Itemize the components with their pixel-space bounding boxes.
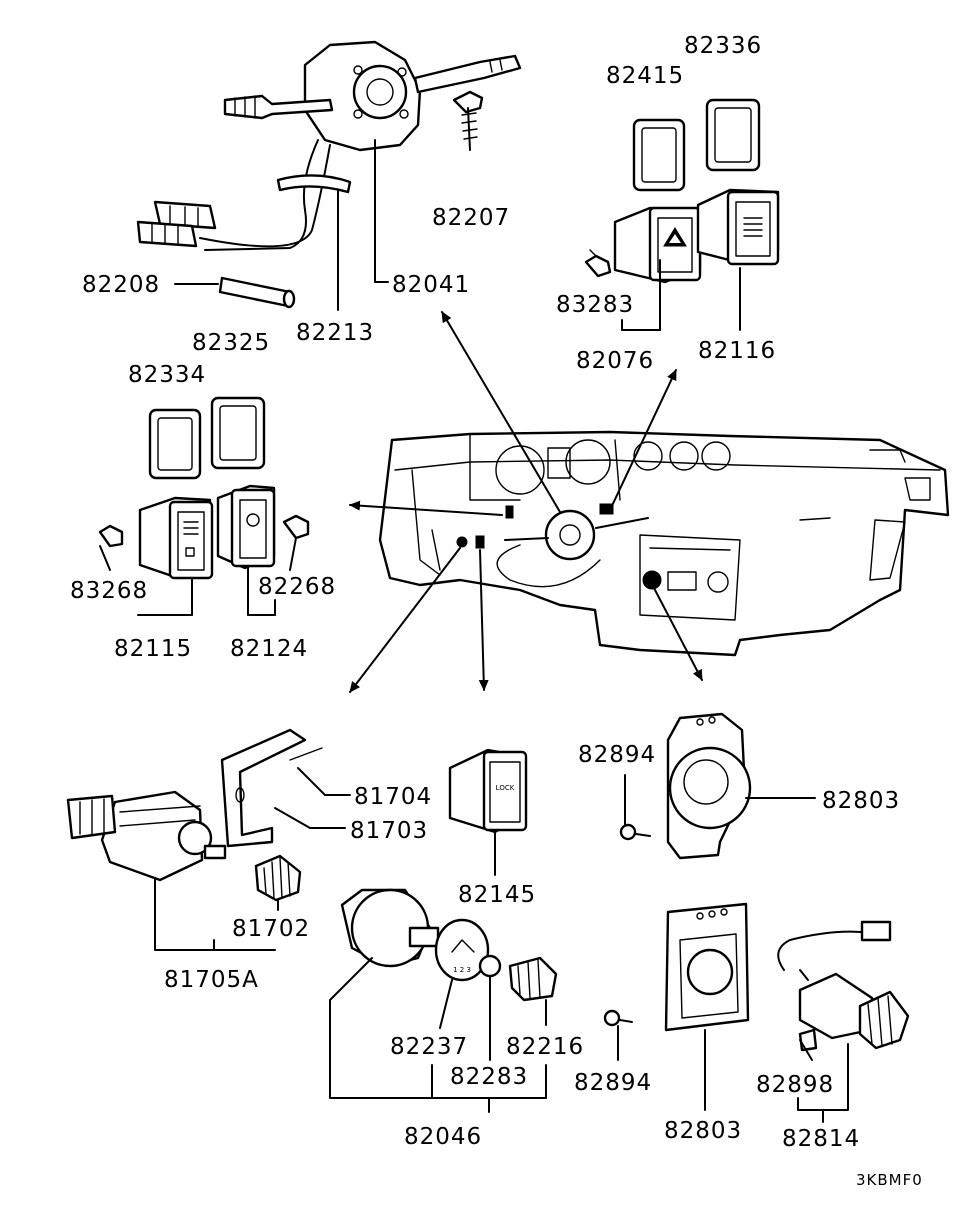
label-82894-lower: 82894 <box>574 1070 652 1096</box>
bulb-83268 <box>98 524 124 548</box>
lock-text: LOCK <box>496 784 515 792</box>
dial-marks: 1 2 3 <box>453 966 471 974</box>
panel-82803-upper <box>666 712 752 860</box>
label-82216: 82216 <box>506 1034 584 1060</box>
label-82325: 82325 <box>192 330 270 356</box>
instrument-panel <box>378 430 950 657</box>
label-82213: 82213 <box>296 320 374 346</box>
left-switch-82124 <box>216 484 276 570</box>
screw-82894-upper <box>619 823 651 841</box>
label-82041: 82041 <box>392 272 470 298</box>
switch-covers-top-right <box>632 98 761 192</box>
label-82237: 82237 <box>390 1034 468 1060</box>
part-labels: 82336 82415 82207 82208 82041 82213 8328… <box>70 33 923 1189</box>
cigar-lighter-82814 <box>777 920 910 1052</box>
defogger-switch <box>696 188 780 266</box>
label-83268: 83268 <box>70 578 148 604</box>
label-81702: 81702 <box>232 916 310 942</box>
left-switch-82115 <box>138 496 214 580</box>
label-82115: 82115 <box>114 636 192 662</box>
label-82207: 82207 <box>432 205 510 231</box>
panel-82803-lower <box>664 902 750 1032</box>
bulb-83283 <box>584 249 612 278</box>
screw-82207 <box>452 90 484 151</box>
label-82268: 82268 <box>258 574 336 600</box>
label-82415: 82415 <box>606 63 684 89</box>
pin-82208 <box>218 276 296 309</box>
lock-switch-82145: LOCK <box>448 748 528 834</box>
label-82898: 82898 <box>756 1072 834 1098</box>
label-82803-upper: 82803 <box>822 788 900 814</box>
switch-covers-left <box>148 396 266 480</box>
label-81704: 81704 <box>354 784 432 810</box>
label-82208: 82208 <box>82 272 160 298</box>
label-82283: 82283 <box>450 1064 528 1090</box>
label-81703: 81703 <box>350 818 428 844</box>
bracket-81703 <box>220 728 323 848</box>
label-82803-lower: 82803 <box>664 1118 742 1144</box>
bulb-82268 <box>282 514 310 540</box>
label-82124: 82124 <box>230 636 308 662</box>
label-82814: 82814 <box>782 1126 860 1152</box>
label-83283: 83283 <box>556 292 634 318</box>
rotary-switch-82046: 1 2 3 <box>340 888 558 1002</box>
diagram-code: 3KBMF0 <box>856 1171 923 1189</box>
label-82336: 82336 <box>684 33 762 59</box>
label-81705A: 81705A <box>164 967 259 993</box>
hazard-switch <box>613 206 702 284</box>
combination-switch <box>136 40 522 251</box>
light-switch-81705A <box>66 790 227 882</box>
label-82116: 82116 <box>698 338 776 364</box>
screw-82894-lower <box>603 1009 633 1027</box>
label-82046: 82046 <box>404 1124 482 1150</box>
label-82334: 82334 <box>128 362 206 388</box>
label-82076: 82076 <box>576 348 654 374</box>
label-82894-upper: 82894 <box>578 742 656 768</box>
knob-81702 <box>254 854 302 902</box>
leader-arrows <box>349 311 703 693</box>
leader-lines <box>99 139 849 1123</box>
label-82145: 82145 <box>458 882 536 908</box>
